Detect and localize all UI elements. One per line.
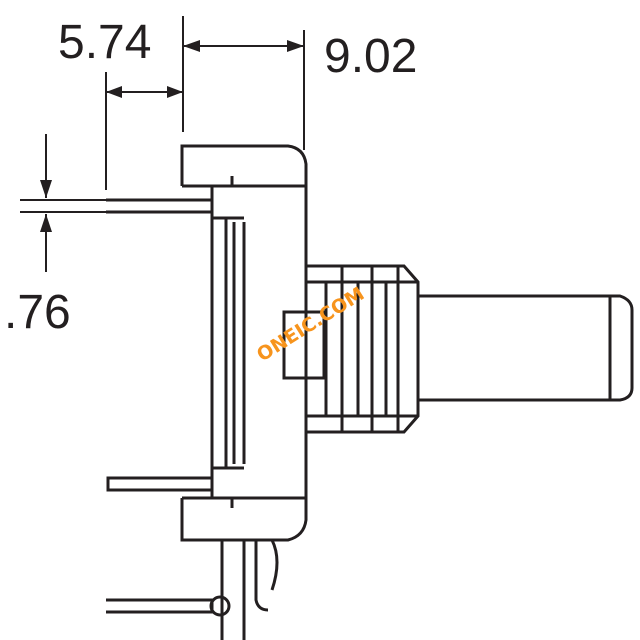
dimension-label-5-74: 5.74 (58, 16, 151, 69)
dimension-9-02: 9.02 (183, 30, 417, 150)
arrow-up-icon (40, 214, 52, 232)
terminal-pin-lower (106, 598, 214, 614)
arrow-left-icon (183, 40, 200, 52)
dimension-0-76: .76 (4, 134, 106, 339)
threaded-bushing (306, 264, 420, 434)
arrow-right-icon (167, 86, 183, 98)
dimension-label-0-76: .76 (4, 286, 71, 339)
arrow-down-icon (40, 180, 52, 198)
watermark-text: ONEIC.COM (253, 283, 368, 366)
shaft (418, 294, 634, 402)
dimension-label-9-02: 9.02 (324, 30, 417, 83)
top-cap (180, 144, 308, 186)
bottom-cap (180, 498, 308, 542)
arrow-left-icon (106, 86, 122, 98)
anti-rotation-tab (282, 310, 326, 380)
arrow-right-icon (287, 40, 304, 52)
terminal-pin-bottom (106, 476, 214, 492)
dimension-5-74: 5.74 (58, 16, 184, 190)
potentiometer-body (106, 144, 634, 640)
terminal-pin-top (106, 198, 214, 214)
